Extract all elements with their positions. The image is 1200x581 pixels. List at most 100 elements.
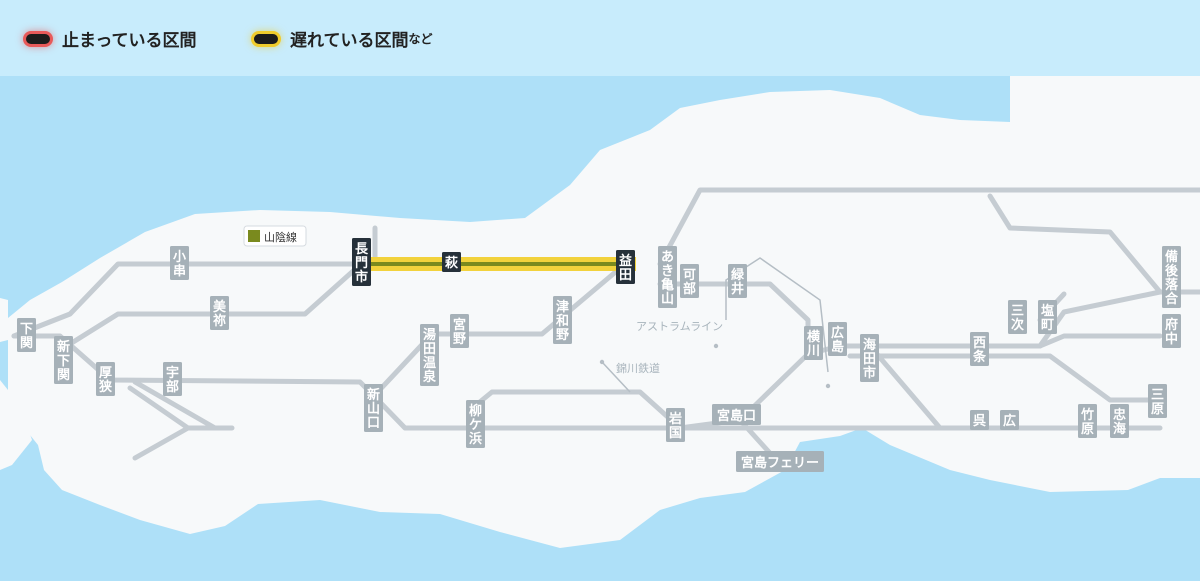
station-box (1000, 410, 1019, 430)
station-yokogawa[interactable]: 横川 (804, 326, 823, 360)
station-box (970, 410, 989, 430)
station-miyajimaguchi[interactable]: 宮島口 (712, 404, 761, 425)
station-miyoshi[interactable]: 三次 (1008, 300, 1027, 334)
station-asa[interactable]: 厚狭 (96, 362, 115, 396)
station-name: 宮野 (453, 317, 466, 347)
station-name: 宮島フェリー (741, 455, 819, 471)
station-miyajima-ferry[interactable]: 宮島フェリー (736, 451, 824, 472)
station-box (666, 408, 685, 442)
line-label-name: 山陰線 (264, 230, 297, 244)
station-name: 津和野 (556, 299, 569, 343)
station-box (352, 238, 371, 286)
legend-delayed: 遅れている区間 など (254, 26, 433, 51)
station-box (804, 326, 823, 360)
station-name: 宮島口 (717, 408, 756, 424)
station-box (1148, 384, 1167, 418)
station-box (466, 400, 485, 448)
station-miyano[interactable]: 宮野 (450, 314, 469, 348)
station-masuda[interactable]: 益田 (616, 250, 635, 284)
station-name: 厚狭 (98, 365, 113, 395)
station-name: 岩国 (668, 411, 682, 441)
station-box (970, 332, 989, 366)
station-box (712, 404, 761, 425)
station-saijo[interactable]: 西条 (970, 332, 989, 366)
astram-line (725, 257, 829, 373)
astram-label: アストラムライン (636, 320, 723, 333)
station-name: 備後落合 (1165, 249, 1179, 307)
station-kogushi[interactable]: 小串 (170, 246, 189, 280)
station-kure[interactable]: 呉 (970, 410, 989, 430)
legend-delayed-suffix: など (408, 32, 433, 46)
station-box (553, 296, 572, 344)
station-hagi[interactable]: 萩 (442, 252, 461, 272)
station-name: 広 (1003, 413, 1016, 429)
stopped-swatch-icon (26, 33, 50, 44)
station-iwakuni[interactable]: 岩国 (666, 408, 685, 442)
station-mine[interactable]: 美祢 (210, 296, 229, 330)
station-name: 三次 (1011, 304, 1024, 333)
station-box (680, 264, 699, 298)
station-hiroshima[interactable]: 広島 (828, 322, 847, 356)
station-yanaigatsu[interactable]: 柳ケ浜 (466, 400, 485, 448)
station-box (728, 264, 747, 298)
station-box (450, 314, 469, 348)
line-color-swatch-icon (248, 230, 260, 242)
station-name: あき亀山 (661, 250, 674, 307)
station-box (1162, 246, 1181, 308)
station-akikameyama[interactable]: あき亀山 (658, 246, 677, 308)
station-name: 三原 (1151, 388, 1164, 417)
station-name: 府中 (1165, 317, 1178, 347)
station-name: 柳ケ浜 (469, 403, 482, 447)
station-name: 萩 (444, 255, 458, 271)
station-nagatoshi[interactable]: 長門市 (352, 238, 371, 286)
station-yudaonsen[interactable]: 湯田温泉 (420, 324, 439, 386)
station-bingo-ochiai[interactable]: 備後落合 (1162, 246, 1181, 308)
nishikigawa-line (601, 361, 631, 393)
station-box (1162, 314, 1181, 348)
station-shiomachi[interactable]: 塩町 (1038, 300, 1057, 334)
station-ube[interactable]: 宇部 (163, 362, 182, 396)
station-midorii[interactable]: 緑井 (728, 264, 747, 298)
station-tadanoumi[interactable]: 忠海 (1110, 404, 1129, 438)
station-shin-shimonoseki[interactable]: 新下関 (54, 336, 73, 384)
station-fuchu[interactable]: 府中 (1162, 314, 1181, 348)
station-name: 新山口 (367, 387, 380, 431)
station-box (860, 334, 879, 382)
station-name: 長門市 (355, 242, 369, 285)
station-mihara[interactable]: 三原 (1148, 384, 1167, 418)
station-box (616, 250, 635, 284)
station-name: 呉 (973, 413, 986, 429)
station-hiro[interactable]: 広 (1000, 410, 1019, 430)
station-box (828, 322, 847, 356)
station-box (210, 296, 229, 330)
station-name: 新下関 (57, 339, 70, 383)
station-kabe[interactable]: 可部 (680, 264, 699, 298)
station-name: 湯田温泉 (423, 327, 437, 385)
station-name: 美祢 (213, 299, 227, 329)
station-tsuwano[interactable]: 津和野 (553, 296, 572, 344)
station-shinyamaguchi[interactable]: 新山口 (364, 384, 383, 432)
delayed-swatch-icon (254, 33, 278, 44)
station-shimonoseki[interactable]: 下関 (17, 318, 36, 352)
station-box (54, 336, 73, 384)
station-name: 塩町 (1041, 303, 1054, 333)
legend-stopped-label: 止まっている区間 (62, 31, 197, 51)
station-name: 西条 (973, 336, 987, 365)
station-box (1038, 300, 1057, 334)
land-kyushu-tip (0, 298, 8, 342)
station-name: 忠海 (1113, 407, 1126, 437)
legend-delayed-label: 遅れている区間 (290, 31, 409, 51)
station-box (364, 384, 383, 432)
station-name: 緑井 (731, 267, 745, 297)
station-name: 竹原 (1080, 407, 1094, 437)
land-kyushu (0, 380, 32, 470)
astram-dot-end (825, 383, 831, 389)
station-takehara[interactable]: 竹原 (1078, 404, 1097, 438)
station-kaitaichi[interactable]: 海田市 (860, 334, 879, 382)
station-name: 下関 (20, 322, 33, 351)
station-box (1008, 300, 1027, 334)
station-box (96, 362, 115, 396)
station-name: 益田 (619, 253, 632, 283)
station-box (1078, 404, 1097, 438)
